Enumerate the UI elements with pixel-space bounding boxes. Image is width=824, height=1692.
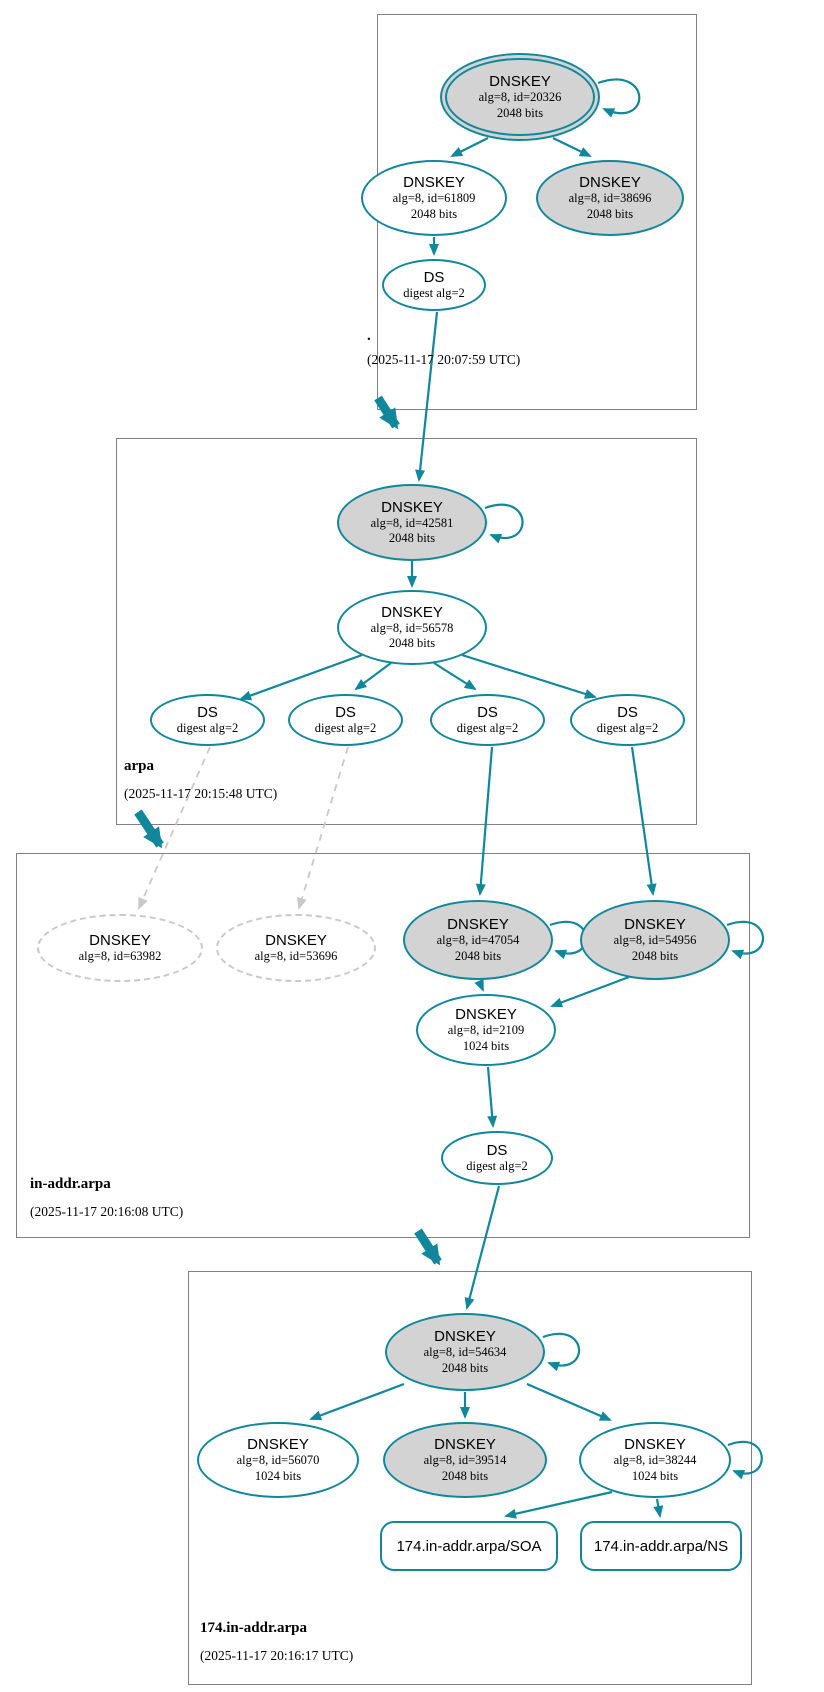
dnskey-node-47054[interactable]: DNSKEY alg=8, id=47054 2048 bits — [403, 900, 553, 980]
dnskey-node-2109[interactable]: DNSKEY alg=8, id=2109 1024 bits — [416, 994, 556, 1066]
dnskey-node-63982[interactable]: DNSKEY alg=8, id=63982 — [37, 914, 203, 982]
zone-box-174-in-addr-arpa — [188, 1271, 752, 1685]
zone-name-174: 174.in-addr.arpa — [200, 1620, 307, 1636]
edge-ds4-54956 — [630, 746, 657, 896]
edge-2109-ds — [486, 1066, 498, 1128]
dnskey-node-42581[interactable]: DNSKEY alg=8, id=42581 2048 bits — [337, 484, 487, 561]
edge-selfloop-38244 — [727, 1440, 763, 1480]
dnskey-node-38244[interactable]: DNSKEY alg=8, id=38244 1024 bits — [579, 1422, 731, 1498]
zone-timestamp-arpa: (2025-11-17 20:15:48 UTC) — [124, 786, 278, 801]
zone-name-in-addr: in-addr.arpa — [30, 1176, 111, 1192]
edge-54956-2109 — [550, 975, 630, 1008]
edge-selfloop-42581 — [484, 503, 524, 544]
dnskey-node-61809[interactable]: DNSKEY alg=8, id=61809 2048 bits — [361, 160, 507, 236]
edge-inaddrds-54634 — [464, 1185, 501, 1310]
edge-56578-ds1 — [239, 653, 363, 701]
zone-box-arpa — [116, 438, 697, 825]
delegation-arrow-arpa-inaddr — [134, 809, 164, 849]
ds-node-arpa-4[interactable]: DS digest alg=2 — [570, 694, 685, 746]
edge-56578-ds4 — [461, 653, 597, 699]
rrset-ns-label: 174.in-addr.arpa/NS — [593, 1537, 729, 1555]
dnskey-node-54634[interactable]: DNSKEY alg=8, id=54634 2048 bits — [385, 1313, 545, 1391]
edge-38244-ns — [653, 1498, 664, 1518]
rrset-soa-label: 174.in-addr.arpa/SOA — [396, 1537, 542, 1555]
ds-node-arpa-3[interactable]: DS digest alg=2 — [430, 694, 545, 746]
delegation-arrow-inaddr-174 — [414, 1228, 442, 1266]
edge-56578-ds3 — [433, 662, 477, 691]
ds-node-in-addr[interactable]: DS digest alg=2 — [441, 1131, 553, 1185]
dnskey-node-56070[interactable]: DNSKEY alg=8, id=56070 1024 bits — [197, 1422, 359, 1498]
dnskey-node-53696[interactable]: DNSKEY alg=8, id=53696 — [216, 914, 376, 982]
dnskey-node-54956[interactable]: DNSKEY alg=8, id=54956 2048 bits — [580, 900, 730, 980]
ds-node-root[interactable]: DS digest alg=2 — [382, 259, 486, 311]
dnskey-node-39514[interactable]: DNSKEY alg=8, id=39514 2048 bits — [383, 1422, 547, 1498]
ds-node-arpa-1[interactable]: DS digest alg=2 — [150, 694, 265, 746]
rrset-node-soa[interactable]: 174.in-addr.arpa/SOA — [380, 1521, 558, 1571]
edge-54634-38244 — [526, 1382, 612, 1422]
edge-selfloop-54956 — [726, 920, 765, 960]
dnskey-node-20326[interactable]: DNSKEY alg=8, id=20326 2048 bits — [440, 53, 600, 141]
delegation-arrow-root-arpa — [374, 395, 400, 430]
edge-38244-soa — [504, 1490, 613, 1519]
zone-box-in-addr-arpa — [16, 853, 750, 1238]
dnskey-node-38696[interactable]: DNSKEY alg=8, id=38696 2048 bits — [536, 160, 684, 236]
edge-54634-56070 — [309, 1382, 405, 1421]
edge-ds1-63982-dashed — [138, 746, 211, 910]
edge-rootds-42581 — [415, 311, 439, 482]
edge-56578-ds2 — [354, 662, 392, 691]
zone-timestamp-174: (2025-11-17 20:16:17 UTC) — [200, 1648, 354, 1663]
edge-20326-38696 — [552, 137, 592, 157]
zone-timestamp-root: (2025-11-17 20:07:59 UTC) — [367, 352, 521, 367]
zone-timestamp-in-addr: (2025-11-17 20:16:08 UTC) — [30, 1204, 184, 1219]
edge-selfloop-54634 — [542, 1332, 581, 1372]
edge-47054-2109 — [474, 978, 485, 992]
ds-node-arpa-2[interactable]: DS digest alg=2 — [288, 694, 403, 746]
rrset-node-ns[interactable]: 174.in-addr.arpa/NS — [580, 1521, 742, 1571]
zone-name-arpa: arpa — [124, 758, 154, 774]
dnskey-node-56578[interactable]: DNSKEY alg=8, id=56578 2048 bits — [337, 590, 487, 665]
edge-ds2-53696-dashed — [297, 746, 349, 910]
edge-selfloop-20326 — [597, 78, 641, 118]
edge-20326-61809 — [450, 137, 489, 157]
edge-ds3-47054 — [475, 746, 494, 896]
zone-name-root: . — [367, 328, 371, 344]
